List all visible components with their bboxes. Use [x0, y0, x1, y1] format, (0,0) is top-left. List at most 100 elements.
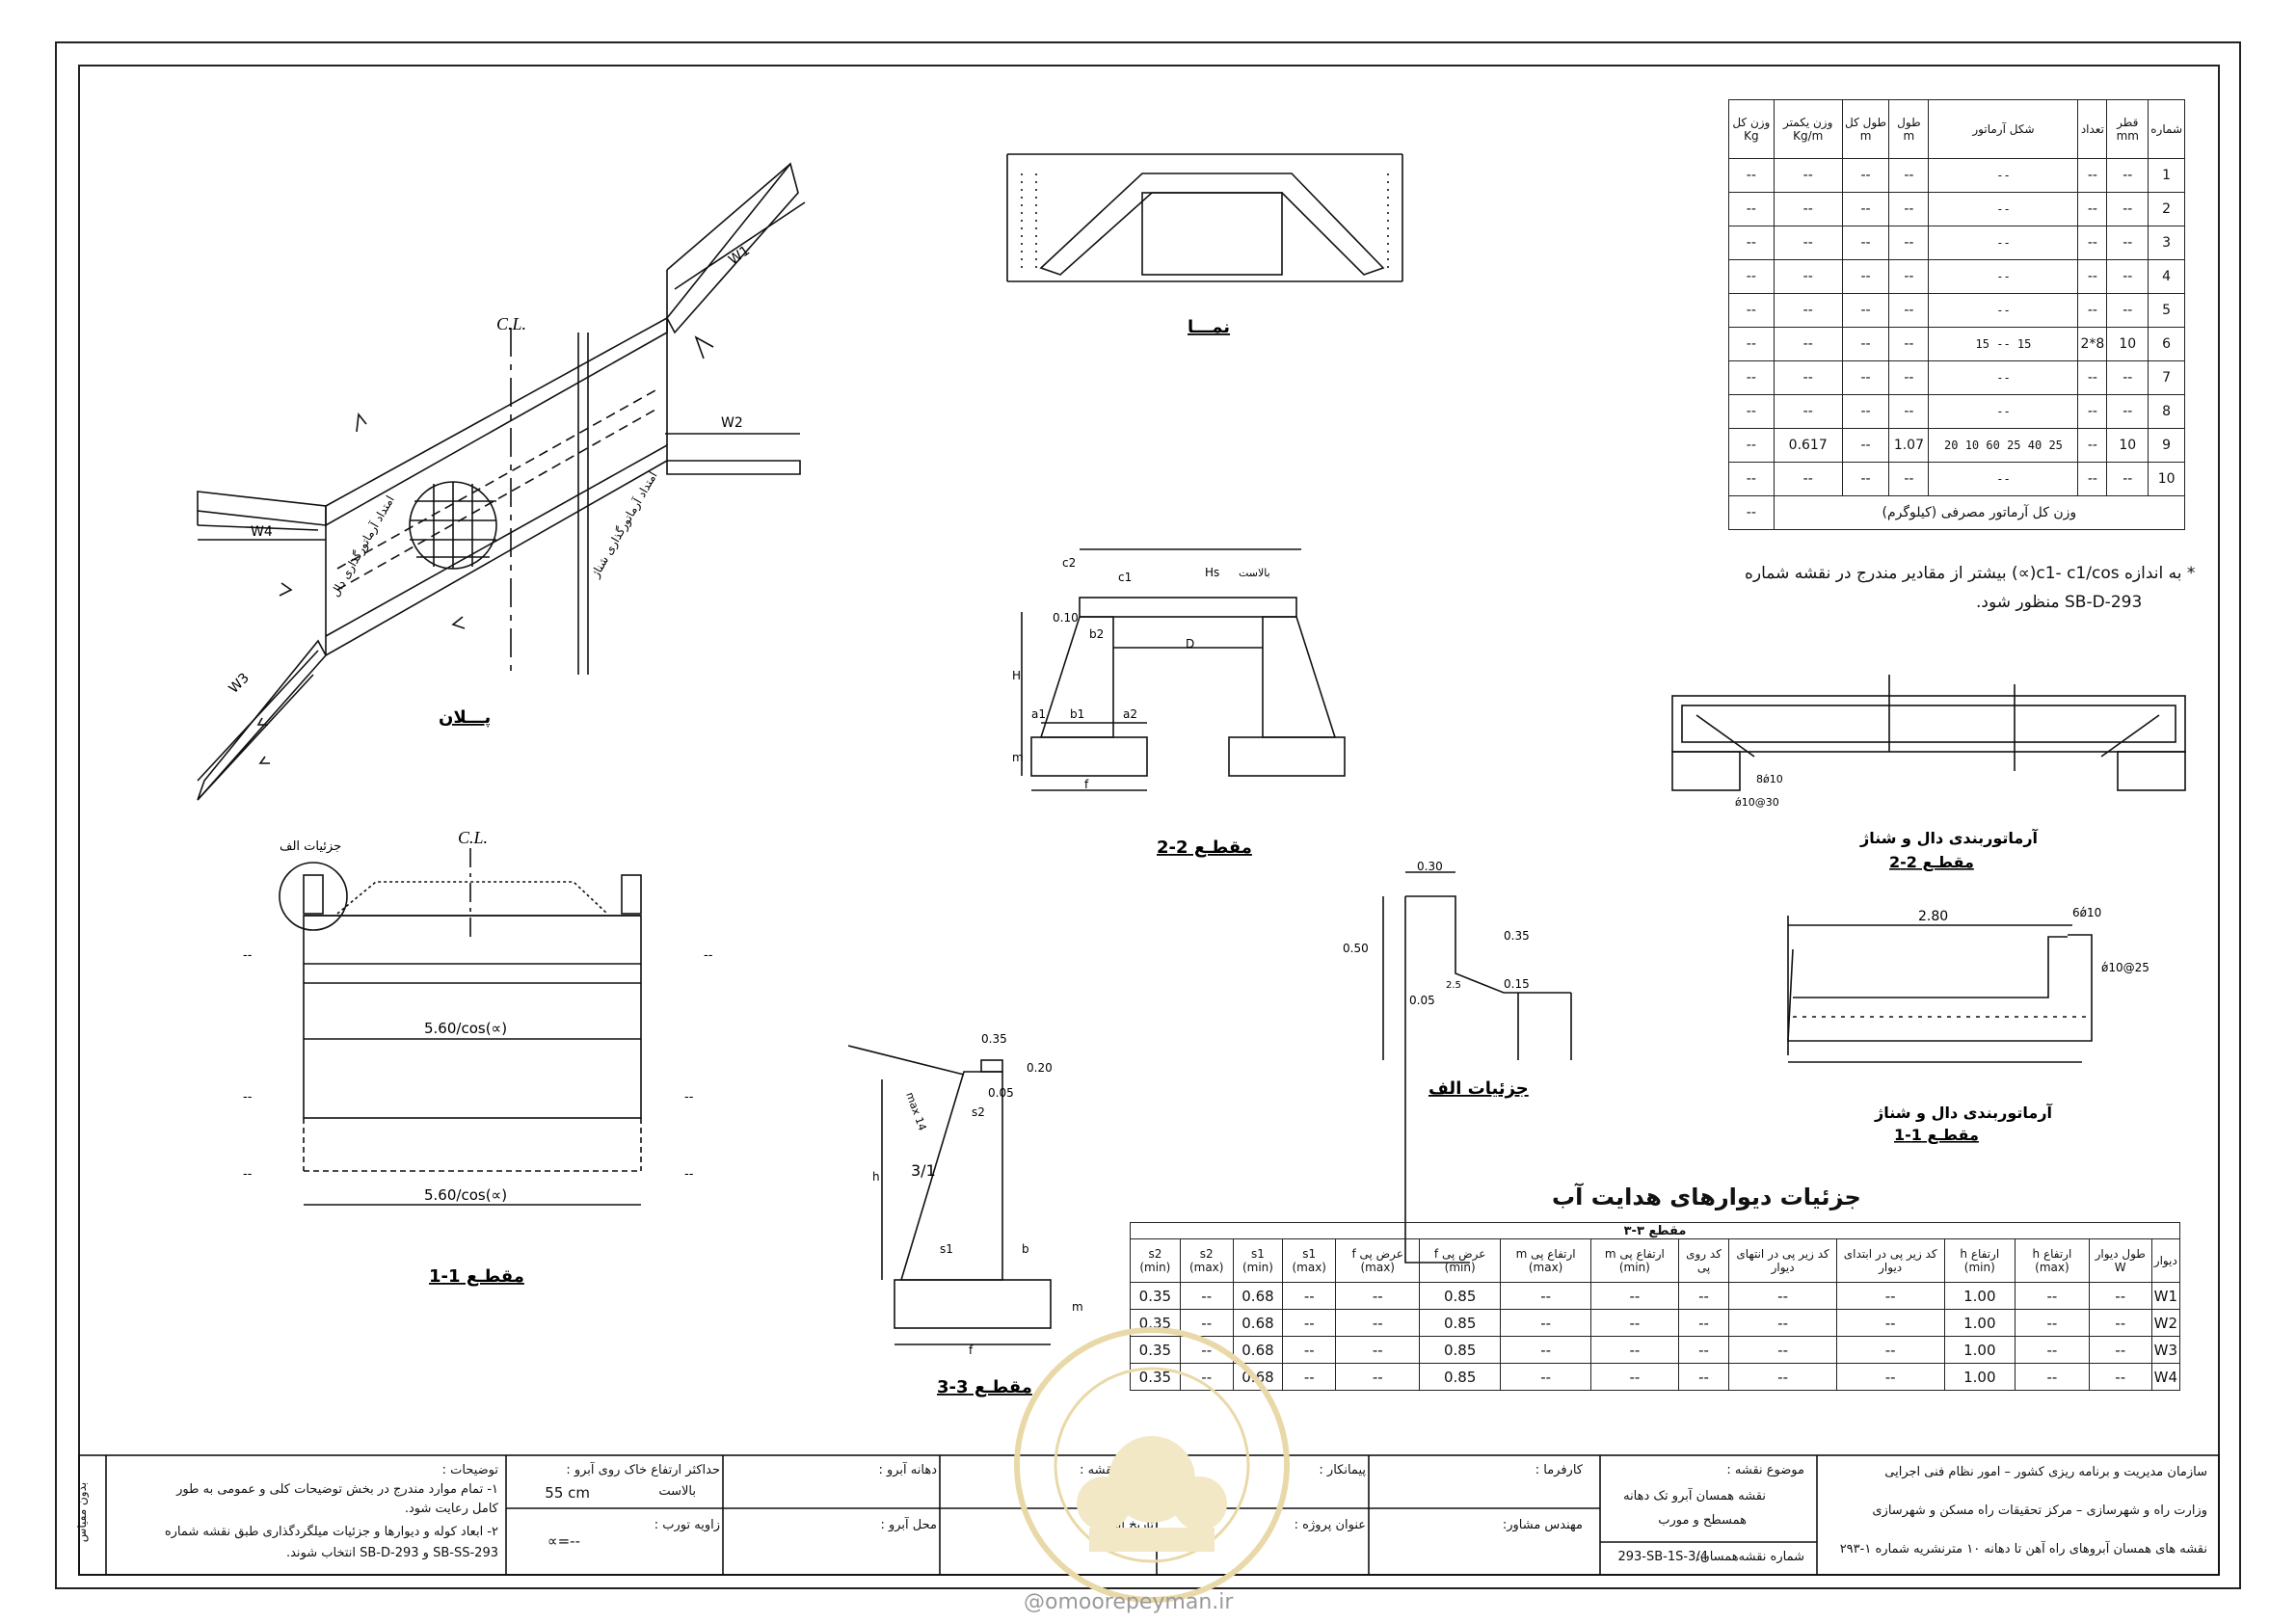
ballast-value: 55 cm: [545, 1484, 590, 1502]
rebar-cell: --: [1841, 226, 1890, 260]
rebar-cell: --: [1888, 259, 1930, 294]
s11-dim1: 5.60/cos(∝): [424, 1020, 507, 1037]
s22-hs: Hs: [1205, 566, 1219, 579]
rebar-cell: --: [1841, 158, 1890, 193]
s22-d: D: [1186, 637, 1194, 651]
rebar-cell: --: [2077, 360, 2108, 395]
plan-w3-label: W3: [227, 670, 253, 696]
rebar-cell: --: [1928, 394, 2079, 429]
rebar-cell: --: [1773, 192, 1843, 226]
watermark-url: @omoorepeyman.ir: [1024, 1590, 1234, 1614]
rebar-row: 5--------------: [1728, 293, 2185, 328]
s33-005: 0.05: [988, 1086, 1014, 1100]
notes-label: توضیحات :: [441, 1463, 498, 1477]
walls-cell: --: [1282, 1282, 1337, 1310]
notes-line-2b: 293-SB-SS و 293-SB-D انتخاب شوند.: [285, 1546, 498, 1560]
walls-row: W2----1.00----------0.85----0.68--0.35: [1130, 1309, 2181, 1337]
rebar-cell: --: [1728, 192, 1775, 226]
walls-cell: --: [1728, 1336, 1837, 1364]
rebar-cell: --: [1773, 360, 1843, 395]
rebar-header-cell: شکل آرماتور: [1928, 99, 2079, 159]
rebar-row: 2--------------: [1728, 192, 2185, 226]
rebar-cell: --: [2106, 293, 2149, 328]
project-label: عنوان پروژه :: [1294, 1518, 1366, 1532]
location-label: محل آبرو :: [880, 1518, 937, 1532]
rebar-row: 7--------------: [1728, 360, 2185, 395]
rebar-cell: --: [1773, 226, 1843, 260]
walls-cell: --: [1728, 1282, 1837, 1310]
walls-cell: W3: [2150, 1336, 2181, 1364]
walls-header-cell: s1 (max): [1282, 1238, 1337, 1283]
rebar-cell: 10: [2106, 327, 2149, 361]
plan-slab-note: امتداد آرماتورگذاری دال: [328, 492, 398, 599]
rebar-cell: --: [1773, 293, 1843, 328]
no-scale-label: بدون مقیاس: [75, 1481, 90, 1543]
walls-cell: 0.35: [1130, 1336, 1181, 1364]
rebar11-width: 2.80: [1918, 909, 1948, 924]
s33-s2: s2: [972, 1105, 985, 1119]
section33-title: مقطـع 3-3: [937, 1377, 1032, 1397]
rebar-cell: --: [1728, 293, 1775, 328]
s22-b1: b1: [1070, 707, 1084, 721]
rebar-row: 10--------------: [1728, 462, 2185, 496]
s33-035: 0.35: [981, 1032, 1007, 1046]
section-1-1: [279, 848, 642, 1206]
walls-cell: --: [1590, 1336, 1679, 1364]
rebar-cell: 4: [2148, 259, 2185, 294]
org-line-1: سازمان مدیریت و برنامه ریزی کشور – امور …: [1884, 1465, 2207, 1479]
subject-label: موضوع نقشه :: [1726, 1463, 1804, 1477]
walls-cell: 0.85: [1419, 1336, 1502, 1364]
rebar-cell: --: [2077, 462, 2108, 496]
walls-cell: W2: [2150, 1309, 2181, 1337]
std-drawing-no: 293-SB-1S-3/4: [1617, 1550, 1708, 1564]
plan-title: پـــلان: [439, 707, 491, 728]
walls-cell: --: [2088, 1336, 2152, 1364]
rebar-cell: --: [2077, 192, 2108, 226]
watermark-seal-icon: [1014, 1327, 1290, 1603]
walls-cell: --: [1835, 1309, 1945, 1337]
rebar-cell: 7: [2148, 360, 2185, 395]
walls-cell: 0.35: [1130, 1282, 1181, 1310]
rebar-cell: --: [1841, 192, 1890, 226]
rebar-header-cell: تعداد: [2077, 99, 2108, 159]
walls-header-cell: دیوار: [2150, 1238, 2181, 1283]
rebar-cell: --: [2077, 226, 2108, 260]
rebar-header-cell: قطر mm: [2106, 99, 2149, 159]
s11-cl: C.L.: [458, 828, 488, 847]
rebar-cell: --: [1773, 394, 1843, 429]
s11-dash-1: --: [243, 948, 253, 963]
walls-header-cell: ارتفاع h (max): [2015, 1238, 2090, 1283]
rebar-cell: --: [2077, 158, 2108, 193]
walls-cell: --: [1282, 1336, 1337, 1364]
walls-cell: 0.35: [1130, 1363, 1181, 1391]
s22-m: m: [1012, 751, 1024, 764]
rebar-cell: --: [2106, 226, 2149, 260]
walls-cell: 0.85: [1419, 1282, 1502, 1310]
rebar-table-body: 1--------------2--------------3---------…: [1728, 158, 2185, 496]
walls-cell: 0.85: [1419, 1309, 1502, 1337]
s33-s1: s1: [940, 1242, 953, 1256]
walls-cell: --: [1335, 1309, 1421, 1337]
walls-header-cell: s2 (max): [1179, 1238, 1234, 1283]
elevation-title: نمـــا: [1188, 317, 1230, 337]
walls-cell: --: [2015, 1282, 2090, 1310]
rebar-cell: --: [1928, 226, 2079, 260]
walls-cell: --: [1835, 1363, 1945, 1391]
rebar-total-label: وزن کل آرماتور مصرفی (کیلوگرم): [1773, 495, 2186, 530]
walls-cell: W1: [2150, 1282, 2181, 1310]
rebar-cell: --: [1728, 360, 1775, 395]
note-line-1: * به اندازه c1- c1/cos(∝) بیشتر از مقادی…: [1745, 564, 2196, 583]
rebar-cell: --: [2077, 428, 2108, 463]
s11-dash-4: --: [684, 1090, 694, 1104]
rebar-1-1: [1787, 916, 2093, 1063]
rebar-cell: --: [1728, 462, 1775, 496]
rebar-cell: 10: [2148, 462, 2185, 496]
rebar22-title: آرماتوربندی دال و شناژ: [1859, 828, 2039, 847]
rebar-cell: --: [1888, 192, 1930, 226]
walls-group-header: مقطع ٣-٣: [1130, 1222, 2180, 1239]
fill-height-label: حداکثر ارتفاع خاک روی آبرو :: [566, 1463, 720, 1477]
walls-header-cell: کد زیر پی در ابتدای دیوار: [1835, 1238, 1945, 1283]
org-line-3: نقشه های همسان آبروهای راه آهن تا دهانه …: [1839, 1542, 2207, 1556]
walls-row: W4----1.00----------0.85----0.68--0.35: [1130, 1363, 2181, 1391]
s33-b: b: [1022, 1242, 1029, 1256]
